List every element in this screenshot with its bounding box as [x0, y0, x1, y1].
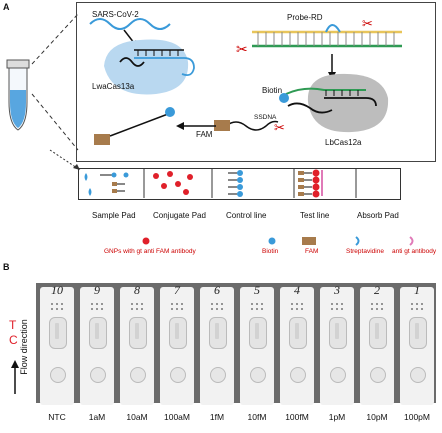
- sample-well: [130, 367, 146, 383]
- concentration-label: NTC: [48, 412, 66, 422]
- strip-number: 10: [51, 283, 63, 297]
- sample-well: [290, 367, 306, 383]
- test-strip: 5: [240, 283, 274, 405]
- concentration-label: 100aM: [164, 412, 190, 422]
- test-strip: 8: [120, 283, 154, 405]
- strip-number: 2: [374, 283, 380, 297]
- lateral-flow-contents: [84, 168, 357, 198]
- strip-number: 5: [254, 283, 260, 297]
- ssdna-label: SSDNA: [254, 114, 277, 121]
- concentration-label: 10aM: [126, 412, 148, 422]
- strip-dots: [90, 299, 104, 310]
- control-line-band: [415, 323, 419, 339]
- test-strip: 9: [80, 283, 114, 405]
- legend-anti-gt: anti gt antibody: [392, 248, 437, 255]
- strip-dots: [130, 299, 144, 310]
- control-line-band: [295, 323, 299, 339]
- panel-a: A ✂ ✂: [3, 2, 436, 255]
- control-line-band: [55, 323, 59, 339]
- strip-dots: [50, 299, 64, 310]
- strip-dots: [250, 299, 264, 310]
- strip-dots: [370, 299, 384, 310]
- lateral-flow-strip: [78, 168, 401, 200]
- strip-number: 1: [414, 283, 420, 297]
- legend-fam: FAM: [305, 248, 319, 255]
- strip-number: 7: [174, 283, 180, 297]
- biotin-label: Biotin: [262, 86, 283, 95]
- strip-dots: [410, 299, 424, 310]
- control-line-band: [135, 323, 139, 339]
- strip-dots: [290, 299, 304, 310]
- control-line-band: [375, 323, 379, 339]
- legend-gnp: GNPs with gt anti FAM antibody: [104, 248, 196, 255]
- control-line-band: [95, 323, 99, 339]
- concentration-label: 10fM: [247, 412, 267, 422]
- pad-label-3: Test line: [300, 211, 330, 220]
- probe-label: Probe-RD: [287, 13, 323, 22]
- control-line-band: [335, 323, 339, 339]
- concentration-label: 10pM: [366, 412, 388, 422]
- lbcas-label: LbCas12a: [325, 138, 362, 147]
- flow-direction-label: Flow direction: [19, 319, 29, 375]
- c-label: C: [9, 333, 18, 347]
- strip-dots: [170, 299, 184, 310]
- sample-well: [330, 367, 346, 383]
- strip-number: 8: [134, 283, 140, 297]
- concentration-label: 1fM: [209, 412, 225, 422]
- test-strip: 10: [40, 283, 74, 405]
- panel-b-label: B: [3, 262, 10, 272]
- pad-label-1: Conjugate Pad: [153, 211, 206, 220]
- control-line-band: [175, 323, 179, 339]
- strip-number: 6: [214, 283, 220, 297]
- control-line-band: [255, 323, 259, 339]
- legend-icons: [142, 236, 414, 246]
- test-strip: 6: [200, 283, 234, 405]
- svg-text:✂: ✂: [274, 120, 285, 135]
- concentration-label: 100pM: [404, 412, 430, 422]
- strip-number: 3: [334, 283, 340, 297]
- test-strip: 1: [400, 283, 434, 405]
- legend-biotin: Biotin: [262, 248, 279, 255]
- pad-label-4: Absorb Pad: [357, 211, 399, 220]
- concentration-label: 100fM: [285, 412, 309, 422]
- test-strip: 4: [280, 283, 314, 405]
- strip-dots: [210, 299, 224, 310]
- control-line-band: [215, 323, 219, 339]
- svg-text:✂: ✂: [362, 16, 373, 31]
- pad-label-2: Control line: [226, 211, 267, 220]
- test-strip: 3: [320, 283, 354, 405]
- sars-label: SARS-CoV-2: [92, 10, 139, 19]
- t-label: T: [9, 318, 17, 332]
- concentration-label: 1aM: [88, 412, 106, 422]
- sample-well: [250, 367, 266, 383]
- strip-number: 9: [94, 283, 100, 297]
- strip-number: 4: [294, 283, 300, 297]
- reaction-diagram: ✂ ✂ ✂: [89, 16, 402, 145]
- svg-text:✂: ✂: [236, 41, 248, 57]
- sample-well: [50, 367, 66, 383]
- legend-streptavidine: Streptavidine: [346, 248, 384, 255]
- sample-well: [370, 367, 386, 383]
- panel-a-label: A: [3, 2, 10, 12]
- sample-well: [90, 367, 106, 383]
- sample-well: [210, 367, 226, 383]
- flow-arrow-icon: [11, 360, 19, 394]
- concentration-label: 1pM: [328, 412, 346, 422]
- sample-tube-icon: [6, 59, 30, 131]
- sample-well: [410, 367, 426, 383]
- test-strip: 2: [360, 283, 394, 405]
- reaction-box: [76, 2, 436, 162]
- strip-dots: [330, 299, 344, 310]
- test-strip: 7: [160, 283, 194, 405]
- sample-well: [170, 367, 186, 383]
- fam-label: FAM: [196, 130, 213, 139]
- lwacas-label: LwaCas13a: [92, 82, 135, 91]
- pad-label-0: Sample Pad: [92, 211, 136, 220]
